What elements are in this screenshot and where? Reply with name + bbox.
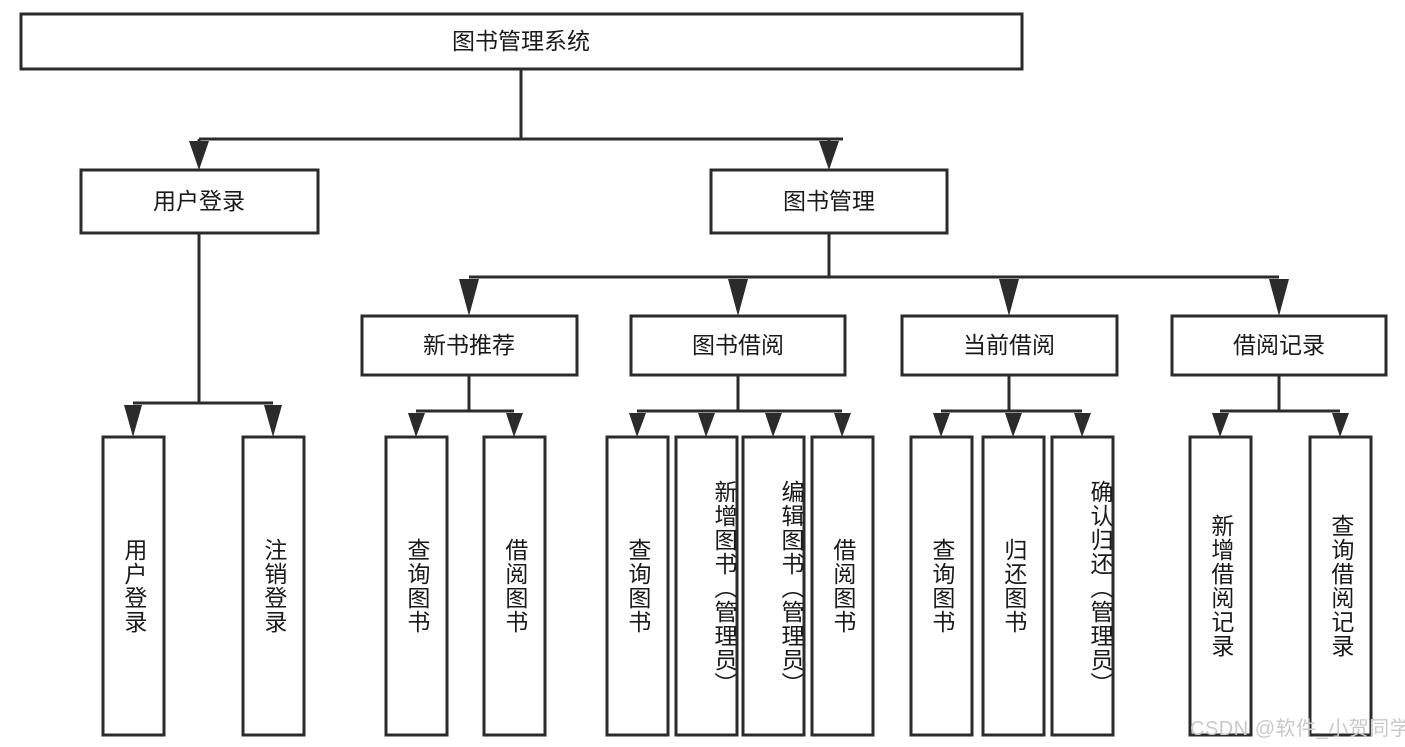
arrow-head-borrow-record xyxy=(1269,279,1289,316)
node-user-login-box[interactable] xyxy=(79,168,320,235)
arrow-head-leaf-borrow-book-2 xyxy=(834,413,851,437)
node-book-management-box[interactable] xyxy=(709,168,949,235)
node-root-label: 图书管理系统 xyxy=(452,28,590,54)
connector-group-borrow-record xyxy=(1212,375,1349,437)
arrow-head-leaf-add-record xyxy=(1212,413,1229,437)
node-new-book-recommend-label: 新书推荐 xyxy=(423,332,515,358)
csdn-watermark: CSDN @软件_小贺同学 xyxy=(1190,718,1405,740)
node-current-borrow-label: 当前借阅 xyxy=(963,332,1055,358)
arrow-head-leaf-query-book-1 xyxy=(408,413,425,437)
leaf-box-borrow-book-newbook[interactable] xyxy=(482,435,547,737)
arrow-head-leaf-query-record xyxy=(1332,413,1349,437)
arrow-head-leaf-user-login xyxy=(124,405,142,437)
leaf-node-boxes xyxy=(101,435,1373,737)
node-current-borrow[interactable]: 当前借阅 xyxy=(900,314,1119,377)
leaf-box-return-book[interactable] xyxy=(981,435,1046,737)
connector-group-user-login xyxy=(124,233,282,437)
leaf-box-add-book-admin[interactable] xyxy=(674,435,739,737)
leaf-box-edit-book-admin[interactable] xyxy=(741,435,806,737)
leaf-box-query-book-current[interactable] xyxy=(909,435,974,737)
node-current-borrow-box[interactable] xyxy=(900,314,1119,377)
arrow-head-new-book-rec xyxy=(459,279,479,316)
node-user-login-label: 用户登录 xyxy=(153,188,245,214)
arrow-head-book-borrow xyxy=(728,279,748,316)
node-user-login[interactable]: 用户登录 xyxy=(79,168,320,235)
arrow-head-leaf-confirm-return xyxy=(1074,413,1091,437)
node-book-borrow-label: 图书借阅 xyxy=(692,332,784,358)
leaf-box-add-borrow-record[interactable] xyxy=(1188,435,1253,737)
leaf-box-borrow-book-borrow[interactable] xyxy=(810,435,875,737)
arrow-head-book-mgmt xyxy=(819,141,839,170)
leaf-box-user-login[interactable] xyxy=(101,435,166,737)
node-borrow-record-box[interactable] xyxy=(1170,314,1388,377)
leaf-box-user-logout[interactable] xyxy=(241,435,306,737)
connector-group-book-mgmt xyxy=(459,233,1289,316)
node-new-book-recommend[interactable]: 新书推荐 xyxy=(360,314,579,377)
arrow-head-leaf-query-book-3 xyxy=(933,413,950,437)
arrow-head-user-login xyxy=(189,141,209,170)
node-book-borrow[interactable]: 图书借阅 xyxy=(629,314,847,377)
connector-group-current-borrow xyxy=(933,375,1091,437)
arrow-head-leaf-query-book-2 xyxy=(629,413,646,437)
node-root-box[interactable] xyxy=(19,12,1024,71)
leaf-box-query-book-newbook[interactable] xyxy=(384,435,449,737)
connector-group-root xyxy=(189,69,843,170)
node-book-borrow-box[interactable] xyxy=(629,314,847,377)
leaf-box-query-book-borrow[interactable] xyxy=(605,435,670,737)
leaf-box-query-borrow-record[interactable] xyxy=(1308,435,1373,737)
arrow-head-current-borrow xyxy=(999,279,1019,316)
node-book-management-label: 图书管理 xyxy=(783,188,875,214)
node-borrow-record-label: 借阅记录 xyxy=(1233,332,1325,358)
node-root[interactable]: 图书管理系统 xyxy=(19,12,1024,71)
node-new-book-recommend-box[interactable] xyxy=(360,314,579,377)
arrow-head-leaf-borrow-book-1 xyxy=(506,413,523,437)
connector-group-book-borrow xyxy=(629,375,851,437)
connector-group-new-book-rec xyxy=(408,375,523,437)
arrow-head-leaf-edit-book xyxy=(765,413,782,437)
arrow-head-leaf-user-logout xyxy=(264,405,282,437)
arrow-head-leaf-add-book xyxy=(698,413,715,437)
node-book-management[interactable]: 图书管理 xyxy=(709,168,949,235)
leaf-box-confirm-return-admin[interactable] xyxy=(1050,435,1115,737)
node-borrow-record[interactable]: 借阅记录 xyxy=(1170,314,1388,377)
arrow-head-leaf-return-book xyxy=(1005,413,1022,437)
